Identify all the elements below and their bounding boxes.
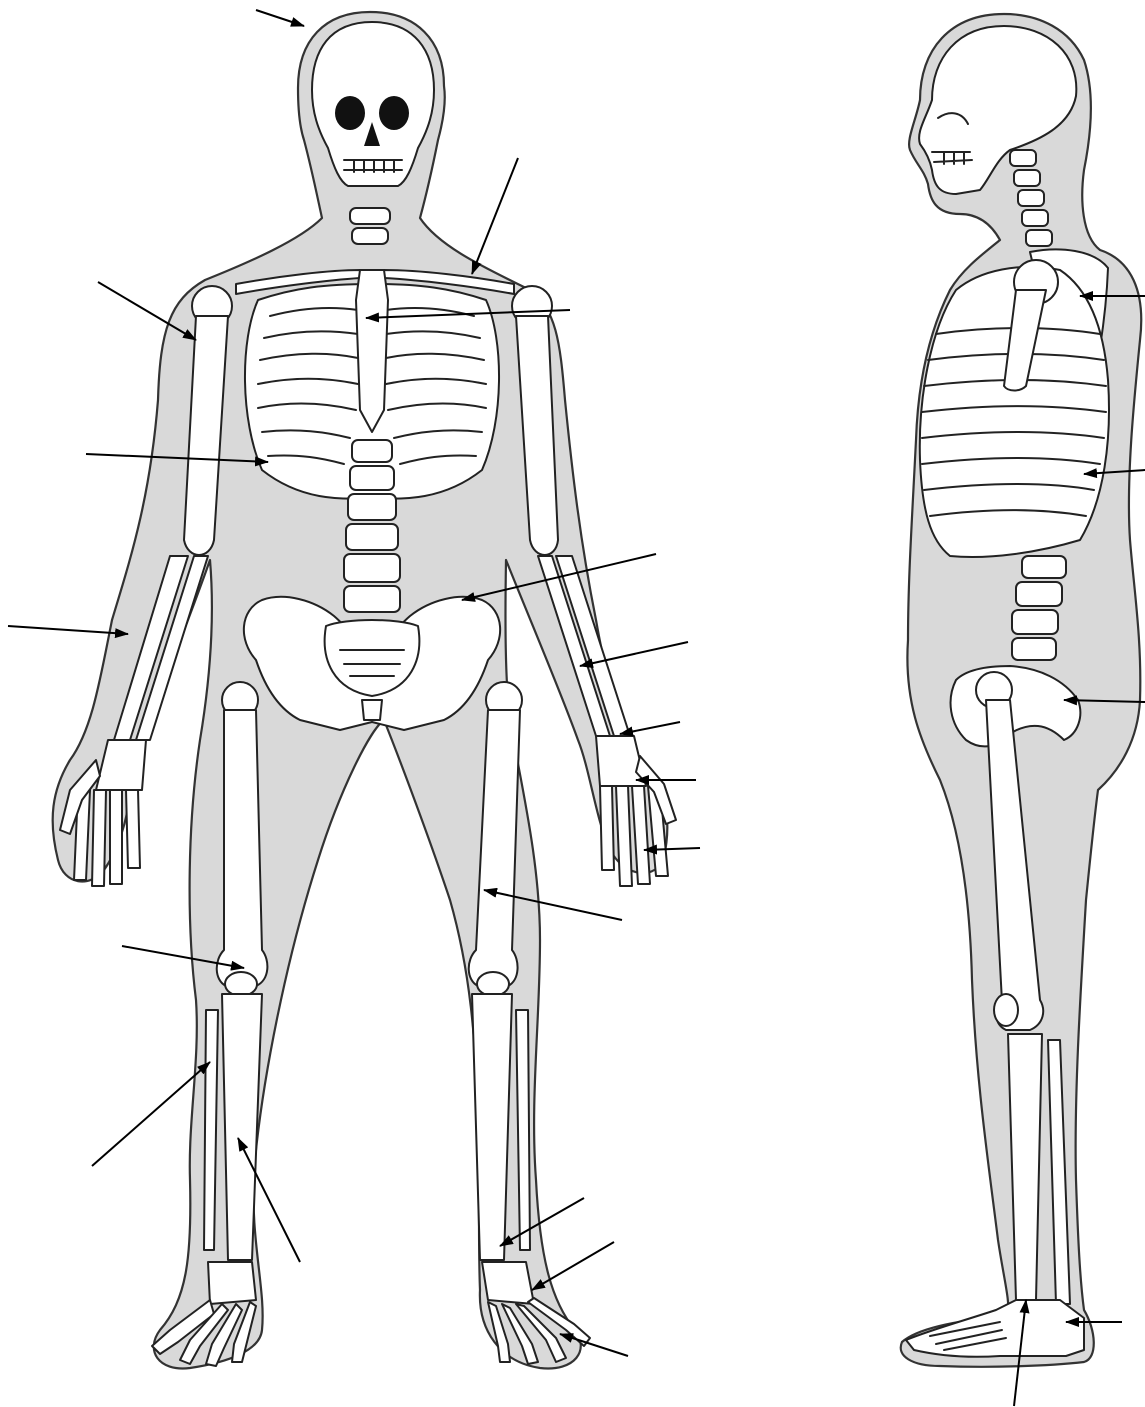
arrow-clavicle (472, 158, 518, 274)
front-cervical-1 (350, 208, 390, 224)
front-sternum (356, 270, 388, 432)
front-tibia-right (472, 994, 512, 1260)
arrow-cranium (256, 10, 304, 26)
front-patella-left (225, 972, 257, 996)
arrow-carpals (620, 722, 680, 734)
front-cervical-2 (352, 228, 388, 244)
front-patella-right (477, 972, 509, 996)
side-view-figure (901, 14, 1142, 1367)
front-eye-socket-left (335, 96, 365, 130)
front-tibia-left (222, 994, 262, 1260)
side-patella (994, 994, 1018, 1026)
front-eye-socket-right (379, 96, 409, 130)
front-hand-right (596, 736, 676, 886)
front-view-figure (53, 12, 676, 1368)
